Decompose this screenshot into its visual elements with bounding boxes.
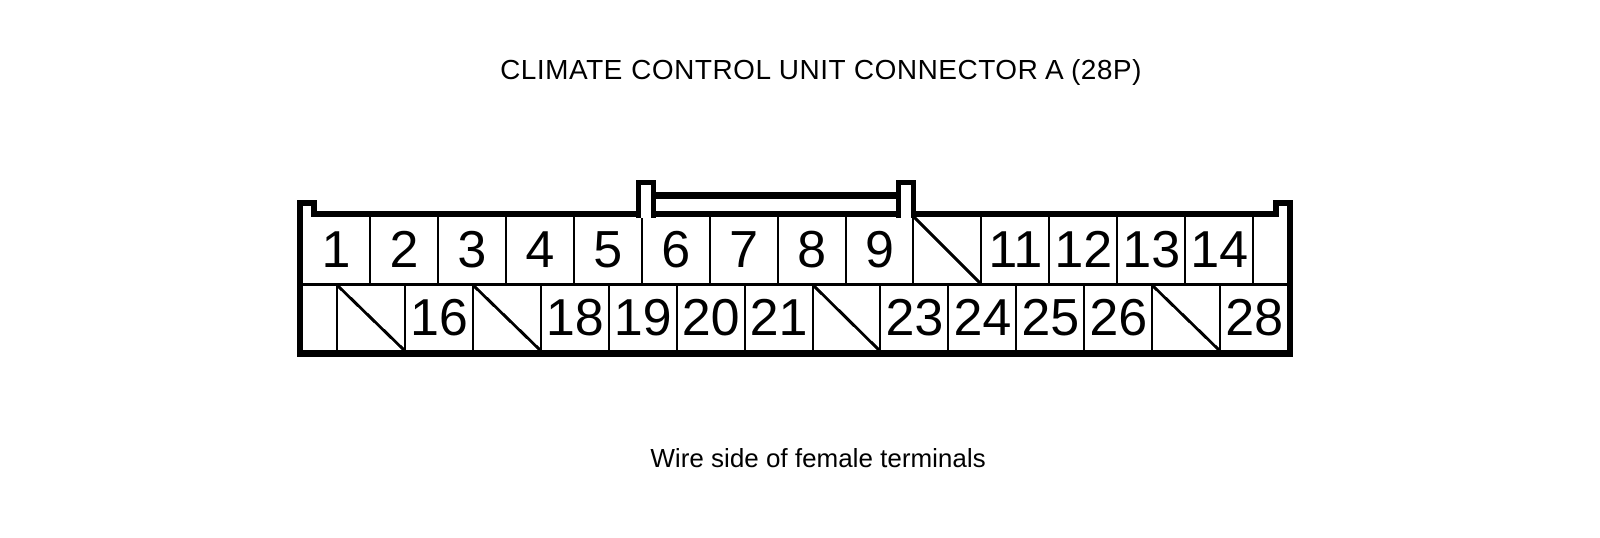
latch-bar <box>649 192 899 199</box>
spacer-cell-bottom-left <box>303 286 338 350</box>
pin-cell-28: 28 <box>1225 289 1284 347</box>
caption: Wire side of female terminals <box>650 443 986 473</box>
pin-row-top: 1 2 3 4 5 6 7 8 9 11 12 13 14 <box>303 217 1287 286</box>
pin-cell-16: 16 <box>406 286 474 350</box>
pin-cell-1: 1 <box>303 217 371 283</box>
connector-diagram: 1 2 3 4 5 6 7 8 9 11 12 13 14 16 <box>297 180 1293 357</box>
pin-cell-21: 21 <box>746 286 814 350</box>
pin-cell-7: 7 <box>711 217 779 283</box>
connector-body: 1 2 3 4 5 6 7 8 9 11 12 13 14 16 <box>297 211 1293 357</box>
pin-cell-8: 8 <box>779 217 847 283</box>
pin-cell-24: 24 <box>949 286 1018 350</box>
pin-cell-26: 26 <box>1085 286 1154 350</box>
pin-cell-12: 12 <box>1050 217 1119 283</box>
blocked-cell-10 <box>914 217 983 283</box>
blocked-cell-22 <box>813 286 882 350</box>
pin-row-bottom: 16 18 19 20 21 23 24 25 26 28 <box>303 286 1287 350</box>
blocked-cell-17 <box>473 286 542 350</box>
pin-cell-5: 5 <box>575 217 643 283</box>
pin-cell-6: 6 <box>643 217 711 283</box>
pin-cell-4: 4 <box>507 217 575 283</box>
pin-cell-2: 2 <box>371 217 439 283</box>
blocked-cell-15 <box>337 286 406 350</box>
pin-cell-13: 13 <box>1118 217 1187 283</box>
spacer-cell-top-right <box>1254 217 1287 283</box>
latch-post-right <box>896 180 916 218</box>
pin-cell-11: 11 <box>982 217 1051 283</box>
pin-cell-18: 18 <box>542 286 610 350</box>
latch-post-left <box>636 180 656 218</box>
connector-title: CLIMATE CONTROL UNIT CONNECTOR A (28P) <box>500 54 1142 85</box>
mount-tab-left <box>297 200 317 217</box>
pin-cell-3: 3 <box>439 217 507 283</box>
pin-cell-19: 19 <box>610 286 678 350</box>
mount-tab-right <box>1273 200 1293 217</box>
pin-cell-14: 14 <box>1186 217 1255 283</box>
pin-cell-23: 23 <box>881 286 950 350</box>
pin-cell-9: 9 <box>847 217 915 283</box>
pin-cell-20: 20 <box>678 286 746 350</box>
blocked-cell-27 <box>1153 286 1222 350</box>
pin-cell-25: 25 <box>1017 286 1086 350</box>
